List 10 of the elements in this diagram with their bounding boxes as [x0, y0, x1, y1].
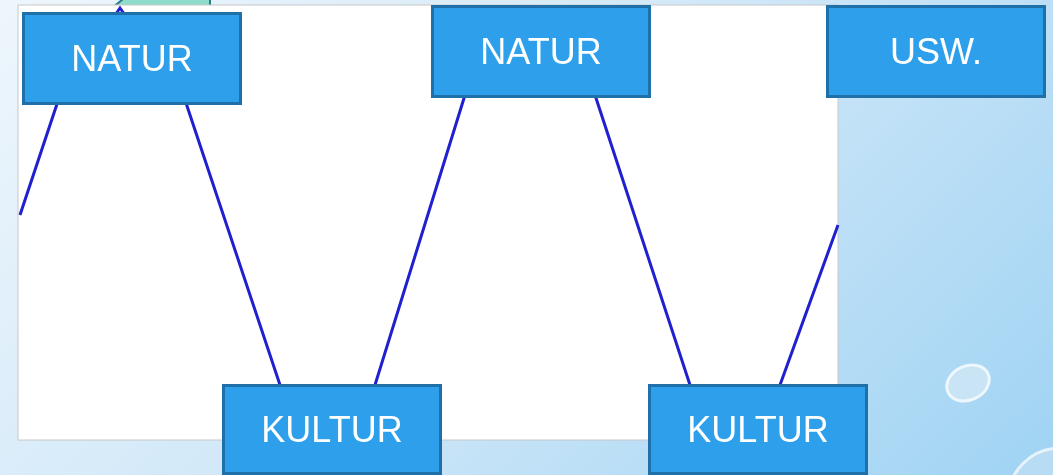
box-label: USW. — [890, 30, 982, 73]
label-box — [222, 384, 442, 475]
label-box — [648, 384, 868, 475]
box-label: KULTUR — [687, 408, 829, 451]
label-box — [22, 12, 242, 105]
label-box — [431, 5, 651, 98]
box-label: NATUR — [480, 30, 602, 73]
label-box — [826, 5, 1046, 98]
box-label: KULTUR — [261, 408, 403, 451]
box-label: NATUR — [71, 37, 193, 80]
